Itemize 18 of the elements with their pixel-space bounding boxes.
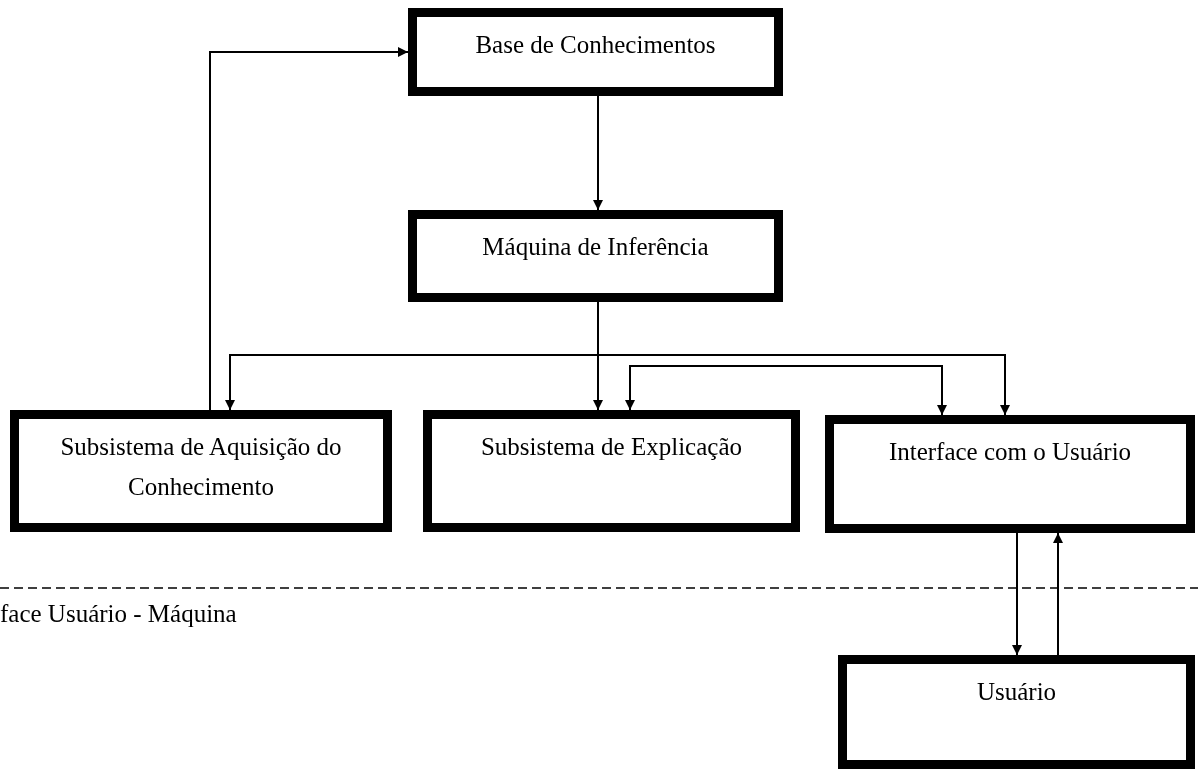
process-box <box>838 655 1195 769</box>
arrow <box>593 95 603 211</box>
arrow <box>1053 532 1063 656</box>
arrow <box>209 47 409 411</box>
process-box <box>408 8 783 96</box>
box-label: Subsistema de Aquisição do Conhecimento <box>59 432 343 502</box>
process-box <box>423 410 800 532</box>
arrow <box>625 365 947 416</box>
box-label: Interface com o Usuário <box>888 437 1132 467</box>
separator-caption: face Usuário - Máquina <box>0 600 237 628</box>
box-label: Usuário <box>976 677 1057 707</box>
box-label: Subsistema de Explicação <box>480 432 742 462</box>
box-label: Base de Conhecimentos <box>475 30 716 60</box>
process-box <box>825 415 1195 533</box>
process-box <box>408 210 783 302</box>
process-box <box>10 410 392 532</box>
box-label: Máquina de Inferência <box>482 232 709 262</box>
arrow <box>1012 532 1022 656</box>
